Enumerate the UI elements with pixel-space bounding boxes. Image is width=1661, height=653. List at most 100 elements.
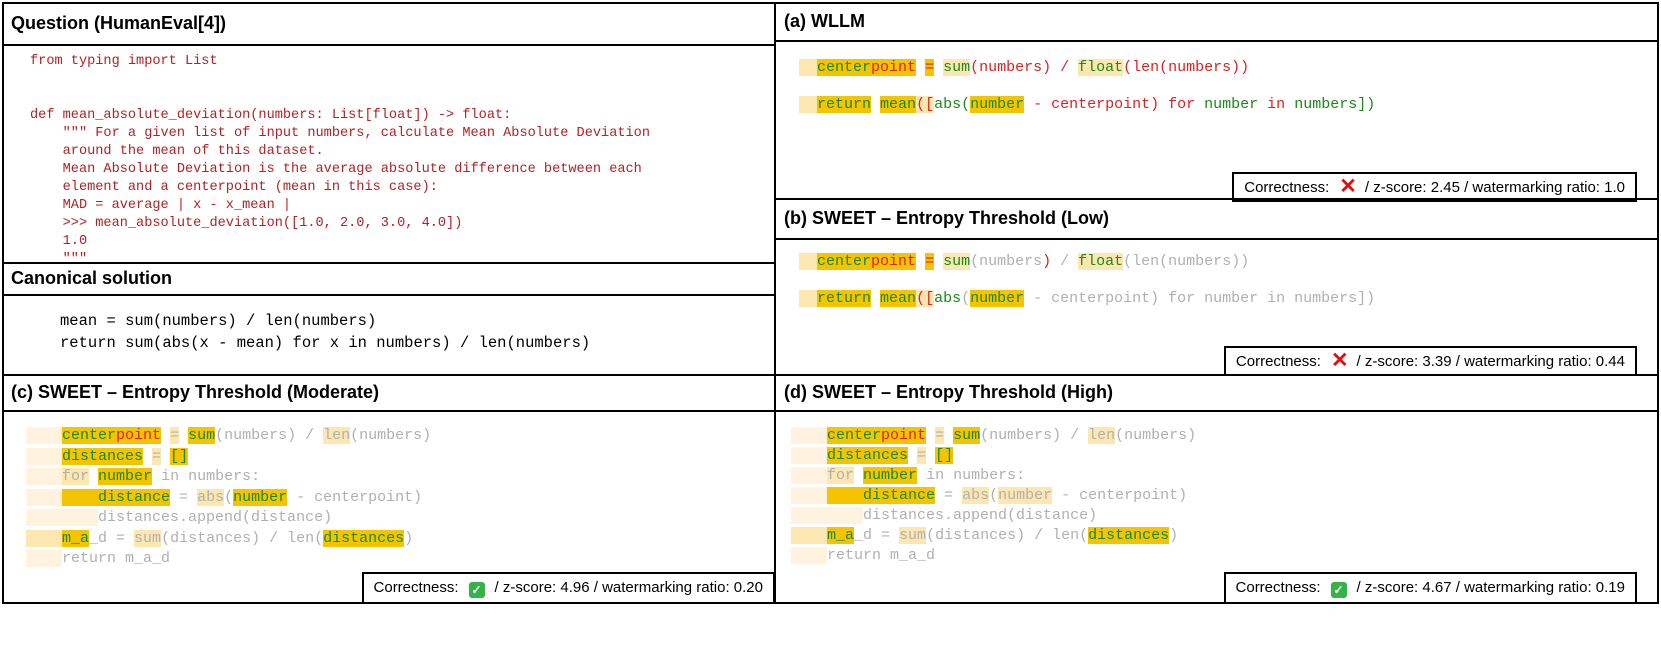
cross-icon: ✕ — [1330, 349, 1349, 372]
code-token: number — [98, 468, 153, 485]
code-token — [26, 468, 63, 485]
code-token: abs( — [934, 96, 971, 113]
code-token: for — [62, 468, 90, 485]
code-token — [799, 290, 818, 307]
code-token: = — [925, 253, 935, 270]
code-line: distance = abs(number - centerpoint) — [791, 486, 1187, 506]
code-token: (numbers — [970, 253, 1043, 270]
code-token: ) — [1042, 253, 1052, 270]
code-token — [143, 448, 152, 465]
code-token — [179, 427, 188, 444]
code-token: point — [871, 59, 917, 76]
code-token: / — [1051, 253, 1079, 270]
code-token: abs — [962, 487, 990, 504]
canonical-title: Canonical solution — [2, 262, 775, 296]
code-token: number — [233, 488, 288, 506]
code-token: = — [935, 427, 945, 444]
code-token: distances — [62, 447, 144, 465]
code-token — [791, 427, 828, 444]
panel-d: (d) SWEET – Entropy Threshold (High) cen… — [775, 374, 1659, 604]
code-token — [161, 448, 170, 465]
badge-stats: / z-score: 3.39 / watermarking ratio: 0.… — [1356, 353, 1625, 370]
frame-left-h1 — [2, 262, 775, 264]
code-token: ) — [404, 529, 414, 547]
frame-right-h2 — [775, 374, 1659, 376]
code-token — [791, 507, 828, 524]
panel-b-correctness-badge: Correctness: ✕ / z-score: 3.39 / watermark… — [1223, 346, 1637, 376]
code-token: center — [817, 59, 872, 76]
code-token: return m_a_d — [827, 547, 936, 564]
code-token: number — [1195, 96, 1268, 113]
code-token: (numbers) — [350, 427, 432, 444]
code-token — [916, 59, 925, 76]
code-token: number — [863, 467, 918, 484]
panel-d-title: (d) SWEET – Entropy Threshold (High) — [775, 374, 1659, 412]
code-line: distances.append(distance) — [26, 508, 332, 528]
code-token: for — [827, 467, 855, 484]
code-token — [908, 447, 917, 464]
code-token: return m_a_d — [62, 550, 171, 567]
code-token — [799, 253, 818, 270]
code-line: for number in numbers: — [26, 467, 260, 487]
question-code: from typing import List def mean_absolut… — [30, 54, 650, 267]
panel-a: (a) WLLM centerpoint = sum(numbers) / fl… — [775, 2, 1659, 202]
code-token: in — [1267, 96, 1286, 113]
code-token — [926, 427, 935, 444]
badge-stats: / z-score: 4.96 / watermarking ratio: 0.… — [494, 579, 763, 596]
question-title: Question (HumanEval[4]) — [2, 2, 775, 46]
code-token: return — [817, 290, 872, 307]
code-token: numbers]) — [1285, 96, 1376, 113]
code-token: sum — [943, 253, 971, 270]
code-token — [26, 550, 63, 567]
code-line: return mean([abs(number - centerpoint) f… — [799, 289, 1375, 309]
code-token: len — [323, 427, 351, 444]
code-token: [] — [170, 447, 189, 465]
code-line: return m_a_d — [26, 549, 170, 569]
code-token — [799, 59, 818, 76]
correctness-label: Correctness: — [1244, 179, 1330, 196]
code-line: return m_a_d — [791, 546, 935, 566]
code-token: distances.append(distance) — [98, 509, 333, 526]
code-token: abs — [197, 488, 225, 506]
code-token — [791, 447, 828, 464]
code-token: (len(numbers)) — [1123, 59, 1250, 76]
code-token — [854, 467, 863, 484]
code-token: center — [62, 427, 117, 444]
code-token: distances — [323, 529, 405, 547]
frame-top — [2, 2, 1659, 4]
code-token: number — [970, 96, 1025, 113]
code-token — [934, 59, 943, 76]
frame-middle-vertical — [774, 2, 776, 604]
code-token: in numbers: — [152, 468, 261, 485]
badge-stats: / z-score: 2.45 / watermarking ratio: 1.… — [1364, 179, 1625, 196]
code-line: centerpoint = sum(numbers) / len(numbers… — [26, 426, 431, 446]
code-token: center — [827, 427, 882, 444]
code-token: - centerpoint) — [1024, 96, 1169, 113]
code-token: (distances) / len( — [161, 529, 324, 547]
code-line: centerpoint = sum(numbers) / float(len(n… — [799, 252, 1249, 272]
badge-stats: / z-score: 4.67 / watermarking ratio: 0.… — [1356, 579, 1625, 596]
code-token — [791, 487, 828, 504]
checkmark-icon: ✓ — [468, 582, 485, 598]
code-token: ([ — [916, 96, 935, 113]
code-line: return mean([abs(number - centerpoint) f… — [799, 95, 1375, 115]
panel-c: (c) SWEET – Entropy Threshold (Moderate)… — [2, 374, 775, 604]
code-token: / — [1051, 59, 1079, 76]
code-token: float — [1078, 59, 1124, 76]
frame-bottom — [2, 602, 1659, 604]
panel-a-correctness-badge: Correctness:✕/ z-score: 2.45 / watermark… — [1232, 172, 1637, 202]
code-token: = — [170, 488, 198, 506]
code-token: point — [871, 253, 917, 270]
code-token: center — [817, 253, 872, 270]
correctness-label: Correctness: — [373, 579, 459, 596]
code-token: ([ — [916, 290, 935, 307]
code-token: ( — [961, 290, 971, 307]
panel-a-title: (a) WLLM — [775, 2, 1659, 42]
question-panel: Question (HumanEval[4]) from typing impo… — [2, 2, 775, 267]
code-token — [791, 467, 828, 484]
correctness-label: Correctness: — [1235, 353, 1321, 370]
code-token — [799, 96, 818, 113]
code-token — [871, 96, 880, 113]
code-token: len — [1088, 427, 1116, 444]
